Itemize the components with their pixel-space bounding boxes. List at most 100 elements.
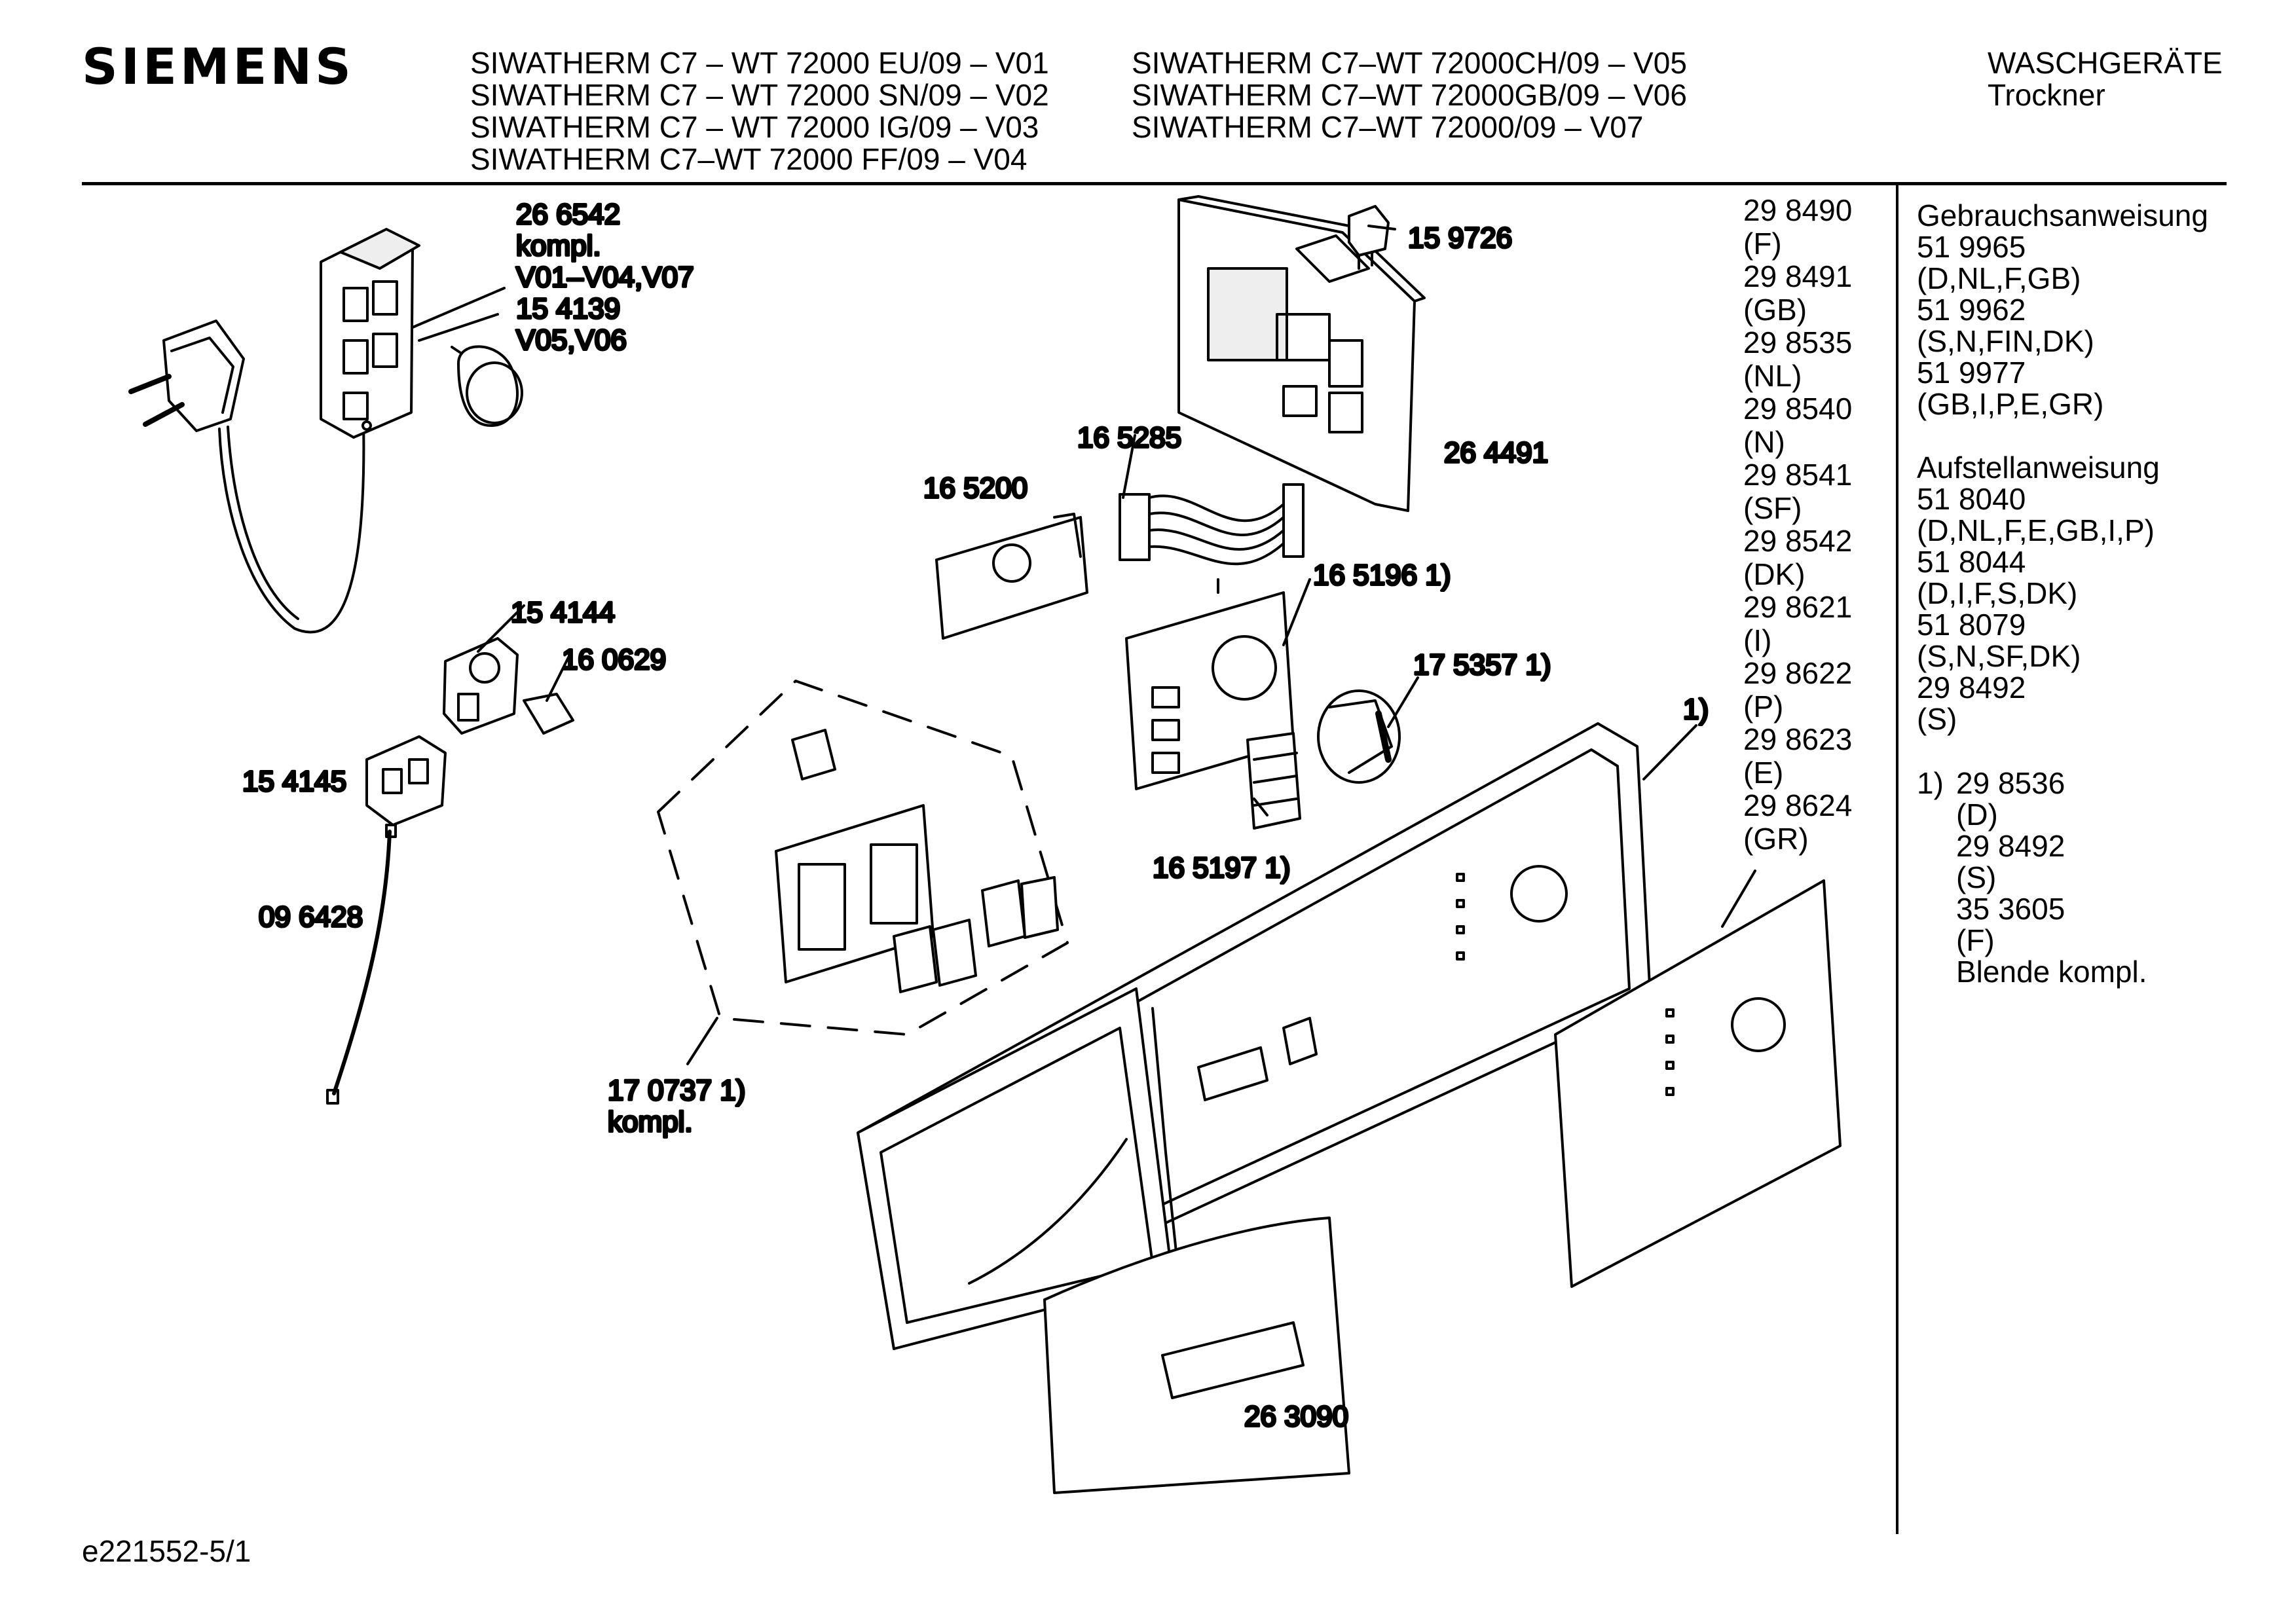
model-line: SIWATHERM C7–WT 72000GB/09 – V06 (1132, 78, 1687, 112)
variant-country: (GB) (1743, 292, 1807, 327)
variant-country: (GR) (1743, 821, 1809, 856)
leader-line (1642, 724, 1697, 780)
model-line: SIWATHERM C7 – WT 72000 IG/09 – V03 (470, 110, 1039, 144)
footnote-line: 35 3605 (1956, 892, 2065, 926)
leader-line (1282, 578, 1311, 646)
category-block: WASCHGERÄTE Trockner (1988, 47, 2223, 111)
variant-country: (E) (1743, 755, 1784, 790)
part-label-note: V01–V04,V07 (516, 261, 694, 293)
leader-line (418, 313, 499, 342)
drawer-handle-26-3090 (1043, 1217, 1350, 1494)
variant-country: (SF) (1743, 490, 1802, 525)
light-guide-16-5197 (1246, 732, 1301, 830)
variant-number: 29 8621 (1743, 590, 1853, 624)
install-docs: Aufstellanweisung 51 8040 (D,NL,F,E,GB,I… (1917, 452, 2160, 735)
variant-country: (NL) (1743, 358, 1802, 393)
footnote-marker-label: 1) (1683, 693, 1709, 725)
part-label-note: kompl. (516, 230, 601, 262)
footnote-line: Blende kompl. (1956, 955, 2147, 989)
footnote-line: 29 8492 (1956, 829, 2065, 863)
part-label: 16 5197 1) (1153, 852, 1290, 884)
doc-line: (S) (1917, 702, 1957, 736)
part-label: 15 9726 (1408, 222, 1512, 254)
switch-15-4145 (365, 735, 447, 826)
leader-line (1367, 225, 1396, 230)
doc-line: 51 9962 (1917, 293, 2026, 327)
variant-number: 29 8540 (1743, 392, 1853, 426)
variant-country: (P) (1743, 689, 1784, 724)
assembly-outline-17-0737 (657, 680, 1069, 1036)
variant-country: (N) (1743, 424, 1785, 459)
variant-country: (DK) (1743, 557, 1805, 591)
part-label: 26 3090 (1244, 1401, 1348, 1433)
leader-line (1122, 434, 1136, 499)
part-label: 17 0737 1) (608, 1074, 745, 1107)
detergent-drawer-insert (775, 729, 1059, 993)
model-line: SIWATHERM C7–WT 72000CH/09 – V05 (1132, 46, 1687, 80)
filter-block-26-6542 (320, 228, 420, 439)
variant-number: 29 8535 (1743, 325, 1853, 359)
footnote-line: (F) (1956, 923, 1995, 957)
board-16-5200 (935, 513, 1088, 640)
doc-line: (D,I,F,S,DK) (1917, 576, 2078, 610)
part-label: 09 6428 (259, 901, 363, 933)
model-list-left: SIWATHERM C7 – WT 72000 EU/09 – V01 SIWA… (470, 47, 1049, 175)
variant-number: 29 8622 (1743, 656, 1853, 690)
footnote-line: (D) (1956, 797, 1998, 832)
usage-title: Gebrauchsanweisung (1917, 198, 2208, 232)
part-label-note: kompl. (608, 1106, 693, 1138)
model-list-right: SIWATHERM C7–WT 72000CH/09 – V05 SIWATHE… (1132, 47, 1687, 143)
part-label: 16 5196 1) (1313, 559, 1451, 591)
part-label: 15 4144 (511, 596, 615, 629)
brand-logo: SIEMENS (82, 37, 354, 96)
header-divider (82, 182, 2227, 185)
footnote-line: (S) (1956, 860, 1997, 894)
panel-cover-right (1554, 879, 1842, 1288)
usage-docs: Gebrauchsanweisung 51 9965 (D,NL,F,GB) 5… (1917, 200, 2208, 420)
knob-17-5357 (1317, 689, 1401, 784)
doc-line: (D,NL,F,E,GB,I,P) (1917, 513, 2155, 547)
subcategory-label: Trockner (1988, 78, 2105, 112)
doc-line: (S,N,FIN,DK) (1917, 324, 2094, 358)
footnote-list: (D) 29 8492 (S) 35 3605 (F) Blende kompl… (1956, 799, 2147, 987)
leader-line (686, 1017, 718, 1065)
model-line: SIWATHERM C7–WT 72000/09 – V07 (1132, 110, 1644, 144)
model-line: SIWATHERM C7 – WT 72000 EU/09 – V01 (470, 46, 1049, 80)
doc-line: 51 9965 (1917, 230, 2026, 264)
part-label-note: V05,V06 (516, 324, 627, 356)
leader-line (546, 653, 571, 702)
variant-number: 29 8624 (1743, 788, 1853, 822)
part-label: 26 6542 (516, 198, 620, 230)
leader-line (477, 604, 525, 653)
variant-country: (I) (1743, 623, 1772, 657)
doc-line: (GB,I,P,E,GR) (1917, 387, 2104, 421)
model-line: SIWATHERM C7–WT 72000 FF/09 – V04 (470, 142, 1028, 176)
ground-lead-09-6428 (326, 824, 397, 1105)
doc-line: 51 9977 (1917, 356, 2026, 390)
doc-line: (S,N,SF,DK) (1917, 639, 2081, 673)
variant-number: 29 8542 (1743, 524, 1853, 558)
part-label: 15 4145 (242, 765, 346, 797)
part-label: 17 5357 1) (1413, 649, 1551, 681)
leader-line (1253, 797, 1268, 816)
leader-line (1721, 870, 1756, 928)
door-switch-15-4144 (443, 637, 574, 735)
model-line: SIWATHERM C7 – WT 72000 SN/09 – V02 (470, 78, 1049, 112)
sidebar-divider (1896, 185, 1898, 1534)
footnote-marker: 1) (1917, 766, 1944, 800)
variant-number: 29 8491 (1743, 259, 1853, 293)
doc-line: 51 8044 (1917, 545, 2026, 579)
footnote-first: 29 8536 (1956, 766, 2065, 800)
part-label: 15 4139 (516, 293, 620, 325)
variant-list: 29 8490 (F) 29 8491 (GB) 29 8535 (NL) 29… (1743, 194, 1852, 855)
variant-number: 29 8541 (1743, 458, 1853, 492)
relay-15-9726 (1348, 205, 1390, 270)
part-label: 16 5200 (923, 472, 1028, 504)
doc-line: (D,NL,F,GB) (1917, 261, 2081, 295)
mains-plug (128, 320, 365, 634)
leader-line (1387, 676, 1419, 728)
category-label: WASCHGERÄTE (1988, 46, 2223, 80)
variant-country: (F) (1743, 226, 1782, 261)
variant-number: 29 8623 (1743, 722, 1853, 756)
